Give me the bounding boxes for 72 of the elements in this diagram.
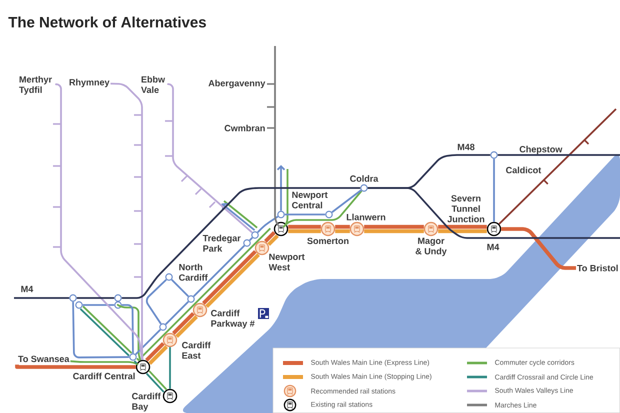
station-name: Tredegar Park <box>202 234 241 252</box>
station-name: Newport West <box>268 254 305 270</box>
route-line <box>264 231 276 243</box>
route-line <box>116 304 142 361</box>
station-name: Chepstow <box>520 146 562 154</box>
route-line <box>134 360 138 364</box>
route-line <box>15 364 136 369</box>
route-line <box>146 278 167 324</box>
route-line <box>288 229 321 234</box>
route-line <box>438 224 487 229</box>
route-line <box>82 304 114 306</box>
arrow <box>276 165 286 211</box>
route-line <box>274 46 279 226</box>
route-line <box>364 224 424 229</box>
station-name: Llanwern <box>346 214 386 220</box>
route-line <box>282 169 288 228</box>
station-name: Caldicot <box>506 166 542 174</box>
route-line <box>335 224 350 229</box>
route-line <box>169 347 171 389</box>
station-name: Cardiff East <box>182 342 211 359</box>
road-name: M48 <box>458 144 474 150</box>
station-name: Somerton <box>307 238 348 244</box>
route-line <box>364 229 424 234</box>
station-name: Coldra <box>350 175 378 182</box>
route-line <box>286 190 362 225</box>
route-line <box>335 229 350 234</box>
route-line <box>493 158 495 222</box>
route-line <box>331 190 362 213</box>
station-name: Cardiff Central <box>73 372 135 380</box>
route-line <box>135 329 161 355</box>
road-name: M4 <box>487 244 500 250</box>
route-line <box>249 237 253 241</box>
route-line <box>70 360 138 366</box>
road-line <box>76 297 114 299</box>
route-line <box>122 304 134 354</box>
road-line <box>122 187 360 299</box>
route-line <box>148 370 168 390</box>
route-line <box>498 108 617 225</box>
route-line <box>55 83 143 360</box>
station-name: Ebbw Vale <box>141 76 166 94</box>
road-line <box>14 297 70 299</box>
route-line <box>142 228 271 357</box>
road-line <box>498 154 620 156</box>
station-name: Abergavenny <box>208 80 266 88</box>
station-name: North Cardiff <box>179 264 208 281</box>
route-line <box>167 83 253 234</box>
route-line <box>193 245 245 297</box>
route-line <box>136 358 140 362</box>
station-name: Cardiff Parkway # <box>211 310 255 328</box>
destination-label: To Swansea <box>18 356 70 362</box>
route-line <box>438 229 487 234</box>
station-name: Cardiff Bay <box>132 392 161 412</box>
road-name: M4 <box>21 286 34 292</box>
route-line <box>267 234 279 246</box>
route-line <box>171 279 189 297</box>
route-line <box>288 224 321 229</box>
title: The Network of Alternatives <box>8 16 206 28</box>
route-line <box>72 302 130 358</box>
route-line <box>284 214 326 216</box>
route-line <box>146 372 164 393</box>
route-line <box>165 301 189 325</box>
road-line <box>368 187 620 239</box>
station-name: Magor & Undy <box>416 238 447 256</box>
station-name: Rhymney <box>70 78 110 88</box>
station-name: Newport Central <box>292 192 328 208</box>
station-name: Cwmbran <box>224 124 265 132</box>
station-name: Severn Tunnel Junction <box>447 195 484 222</box>
station-name: Merthyr Tydfil <box>19 76 52 95</box>
destination-label: To Bristol <box>577 264 618 272</box>
route-line <box>110 82 144 360</box>
route-line <box>257 216 278 233</box>
route-line <box>501 227 576 270</box>
